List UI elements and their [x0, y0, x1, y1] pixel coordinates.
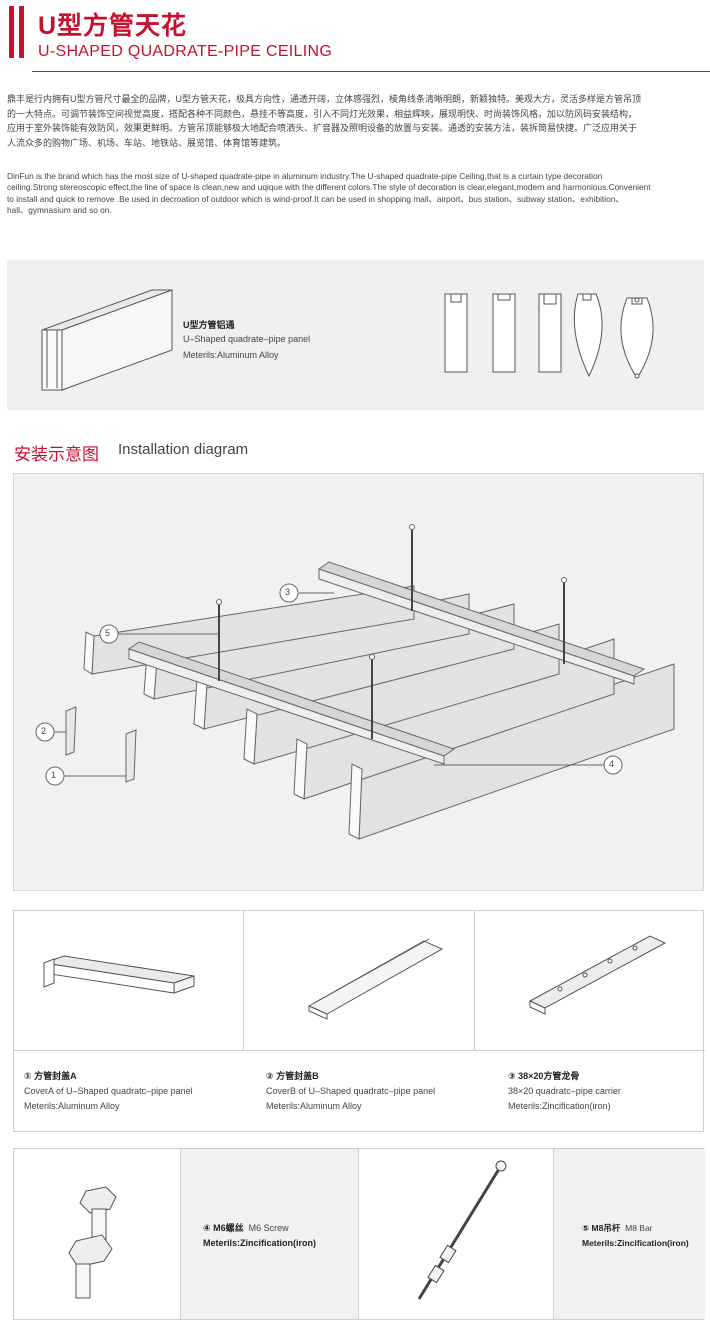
callout-3: 3 — [285, 587, 291, 597]
page-title: U型方管天花 — [38, 12, 188, 40]
profile-shapes — [444, 293, 654, 379]
intro-en-line: ceiling.Strong stereoscopic effect,the l… — [7, 182, 651, 193]
part-screw-caption: ④ M6螺丝 M6 Screw Meterils:Zincification(i… — [181, 1149, 359, 1319]
part-title: ① 方管封盖A — [24, 1071, 77, 1081]
intro-en-line: to install and quick to remove .Be used … — [7, 193, 624, 204]
installation-title-en: Installation diagram — [118, 441, 249, 458]
part-material: Meterils:Zincification(iron) — [508, 1101, 611, 1111]
installation-diagram: 1 2 3 4 5 — [13, 473, 704, 891]
part-image-screw — [14, 1149, 181, 1319]
part-desc: 38×20 quadratc–pipe carrier — [508, 1086, 621, 1096]
header-divider — [32, 71, 710, 72]
part-material: Meterils:Aluminum Alloy — [266, 1101, 362, 1111]
header-accent-bar — [19, 6, 24, 58]
part-title: ③ 38×20方管龙骨 — [508, 1071, 580, 1081]
panel-name-en: U–Shaped quadrate–pipe panel — [183, 334, 311, 344]
part-title-cn: ④ M6螺丝 — [203, 1223, 244, 1233]
intro-en-line: hall、gymnasium and so on. — [7, 205, 112, 216]
part-title: ② 方管封盖B — [266, 1071, 319, 1081]
intro-cn-line: 鼎丰是行内拥有U型方管尺寸最全的品牌，U型方管天花，极具方向性，通透开阔，立体感… — [7, 94, 642, 104]
intro-cn-line: 的一大特点。可调节装饰空间视觉高度，搭配各种不同颜色，悬挂不等高度，引入不同灯光… — [7, 108, 638, 119]
intro-en-line: DinFun is the brand which has the most s… — [7, 171, 603, 181]
part-title-en: M8 Bar — [625, 1223, 653, 1233]
part-material: Meterils:Zincification(iron) — [203, 1238, 317, 1248]
callout-4: 4 — [609, 759, 615, 769]
part-material: Meterils:Zincification(iron) — [582, 1238, 689, 1248]
panel-material: Meterils:Aluminum Alloy — [183, 350, 279, 360]
panel-illustration — [41, 289, 173, 391]
part-bar-caption: ⑤ M8吊杆 M8 Bar Meterils:Zincification(iro… — [554, 1149, 705, 1319]
parts-grid-row2: ④ M6螺丝 M6 Screw Meterils:Zincification(i… — [13, 1148, 705, 1320]
installation-title-cn: 安装示意图 — [14, 445, 99, 464]
part-desc: CoverB of U–Shaped quadratc–pipe panel — [266, 1086, 436, 1096]
part-desc: CoverA of U–Shaped quadratc–pipe panel — [24, 1086, 193, 1096]
part-image-carrier — [475, 911, 705, 1051]
part-image-cover-b — [244, 911, 475, 1051]
panel-section: U型方管铝通 U–Shaped quadrate–pipe panel Mete… — [7, 260, 704, 410]
header-accent-bar — [9, 6, 14, 58]
intro-en: DinFun is the brand which has the most s… — [7, 171, 705, 217]
intro-cn: 鼎丰是行内拥有U型方管尺寸最全的品牌，U型方管天花，极具方向性，通透开阔，立体感… — [7, 92, 705, 150]
callout-5: 5 — [105, 628, 111, 638]
panel-name-cn: U型方管铝通 — [183, 320, 235, 330]
part-material: Meterils:Aluminum Alloy — [24, 1101, 120, 1111]
installation-drawing — [35, 524, 675, 840]
callout-1: 1 — [51, 770, 57, 780]
part-title-en: M6 Screw — [248, 1223, 289, 1233]
intro-cn-line: 应用于室外装饰能有效防风，效果更鲜明。方管吊顶能够极大地配合喷洒头、扩音器及照明… — [7, 123, 638, 134]
part-caption-carrier: ③ 38×20方管龙骨 38×20 quadratc–pipe carrier … — [508, 1069, 703, 1114]
part-image-cover-a — [14, 911, 244, 1051]
part-caption-cover-b: ② 方管封盖B CoverB of U–Shaped quadratc–pipe… — [266, 1069, 481, 1114]
part-title-cn: ⑤ M8吊杆 — [582, 1223, 621, 1233]
intro-cn-line: 人流众多的购物广场、机场、车站、地铁站、展览馆、体育馆等建筑。 — [7, 137, 287, 148]
part-image-bar — [359, 1149, 554, 1319]
callout-2: 2 — [41, 726, 47, 736]
page-subtitle: U-SHAPED QUADRATE-PIPE CEILING — [38, 43, 333, 60]
parts-grid-row1: ① 方管封盖A CoverA of U–Shaped quadratc–pipe… — [13, 910, 705, 1132]
part-caption-cover-a: ① 方管封盖A CoverA of U–Shaped quadratc–pipe… — [24, 1069, 239, 1114]
